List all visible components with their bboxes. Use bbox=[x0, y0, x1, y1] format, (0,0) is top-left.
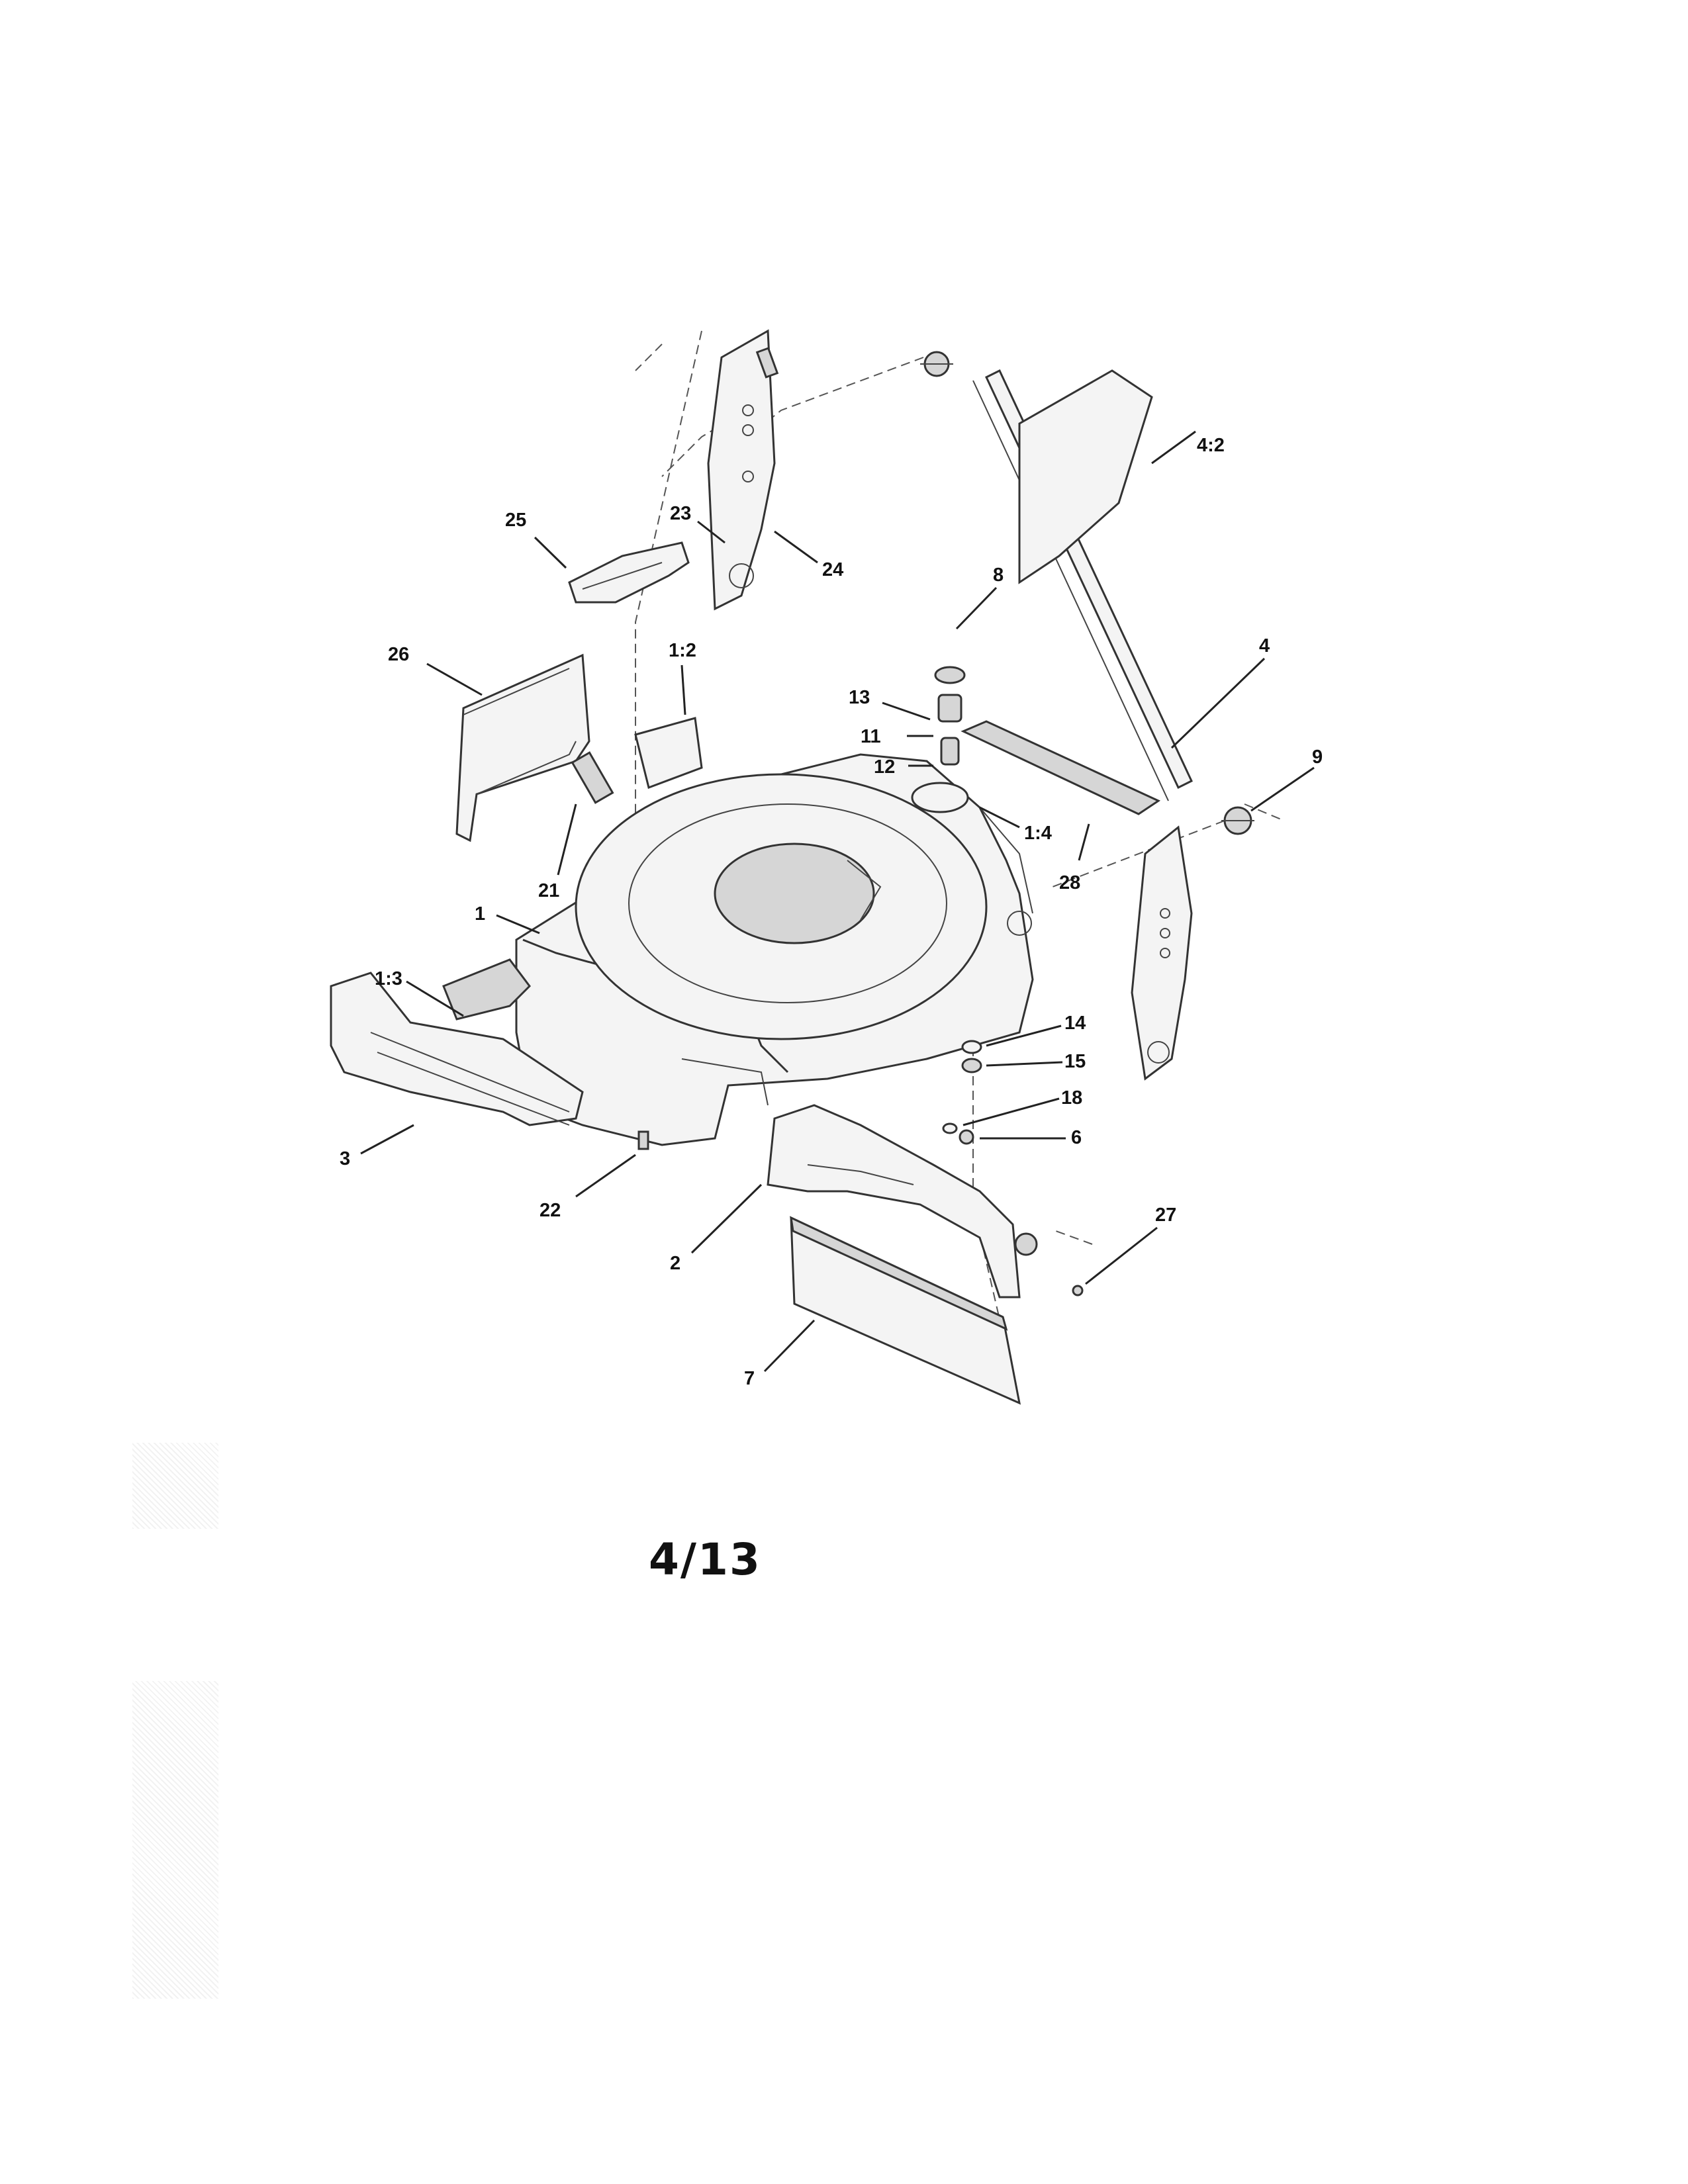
rear-flap-panel bbox=[790, 1216, 1021, 1405]
callout-15: 15 bbox=[1064, 1051, 1086, 1072]
callout-1-4: 1:4 bbox=[1024, 823, 1052, 844]
callout-7: 7 bbox=[744, 1368, 755, 1389]
height-adjuster-hardware bbox=[911, 666, 969, 813]
axle-cover bbox=[1018, 369, 1153, 584]
callout-22: 22 bbox=[539, 1200, 561, 1221]
callout-18: 18 bbox=[1061, 1087, 1082, 1109]
rear-flap bbox=[634, 717, 703, 789]
rod-bar bbox=[961, 720, 1161, 815]
spring-left bbox=[920, 351, 953, 377]
callout-3: 3 bbox=[340, 1148, 350, 1169]
front-blade-guard bbox=[330, 958, 584, 1126]
discharge-chute bbox=[767, 1104, 1038, 1298]
clip-part bbox=[571, 751, 614, 804]
callout-12: 12 bbox=[874, 756, 895, 778]
callout-28: 28 bbox=[1059, 872, 1080, 893]
page-number: 4/13 bbox=[649, 1534, 761, 1585]
callout-2: 2 bbox=[670, 1253, 680, 1274]
callout-26: 26 bbox=[388, 644, 409, 665]
callout-1-2: 1:2 bbox=[669, 640, 696, 661]
scan-artifact-upper bbox=[132, 1443, 218, 1529]
handle-bracket-right bbox=[1131, 825, 1193, 1081]
callout-4-2: 4:2 bbox=[1197, 435, 1225, 456]
callout-4: 4 bbox=[1259, 635, 1270, 657]
handle-knob bbox=[568, 541, 690, 604]
callout-1-3: 1:3 bbox=[375, 968, 402, 989]
callout-24: 24 bbox=[822, 559, 843, 580]
leader-lines bbox=[360, 430, 1315, 1373]
screw-part bbox=[1072, 1285, 1084, 1297]
callout-25: 25 bbox=[505, 510, 526, 531]
callout-11: 11 bbox=[861, 726, 881, 747]
scan-artifact-lower bbox=[132, 1681, 218, 1999]
washers-and-nuts bbox=[942, 1040, 982, 1145]
callout-8: 8 bbox=[993, 565, 1004, 586]
spring-right bbox=[1221, 806, 1254, 835]
callout-14: 14 bbox=[1064, 1013, 1086, 1034]
callout-27: 27 bbox=[1155, 1205, 1176, 1226]
callout-21: 21 bbox=[538, 880, 559, 901]
deck-housing bbox=[515, 753, 1034, 1146]
callout-13: 13 bbox=[849, 687, 870, 708]
callout-labels: 25 23 24 8 4:2 4 9 26 1:2 13 11 12 1:4 2… bbox=[340, 435, 1323, 1389]
callout-6: 6 bbox=[1071, 1127, 1082, 1148]
callout-23: 23 bbox=[670, 503, 691, 524]
callout-9: 9 bbox=[1312, 747, 1323, 768]
pin-part bbox=[637, 1130, 649, 1150]
rear-discharge-cover bbox=[455, 653, 590, 842]
rod-end bbox=[755, 347, 779, 379]
callout-1: 1 bbox=[475, 903, 485, 925]
